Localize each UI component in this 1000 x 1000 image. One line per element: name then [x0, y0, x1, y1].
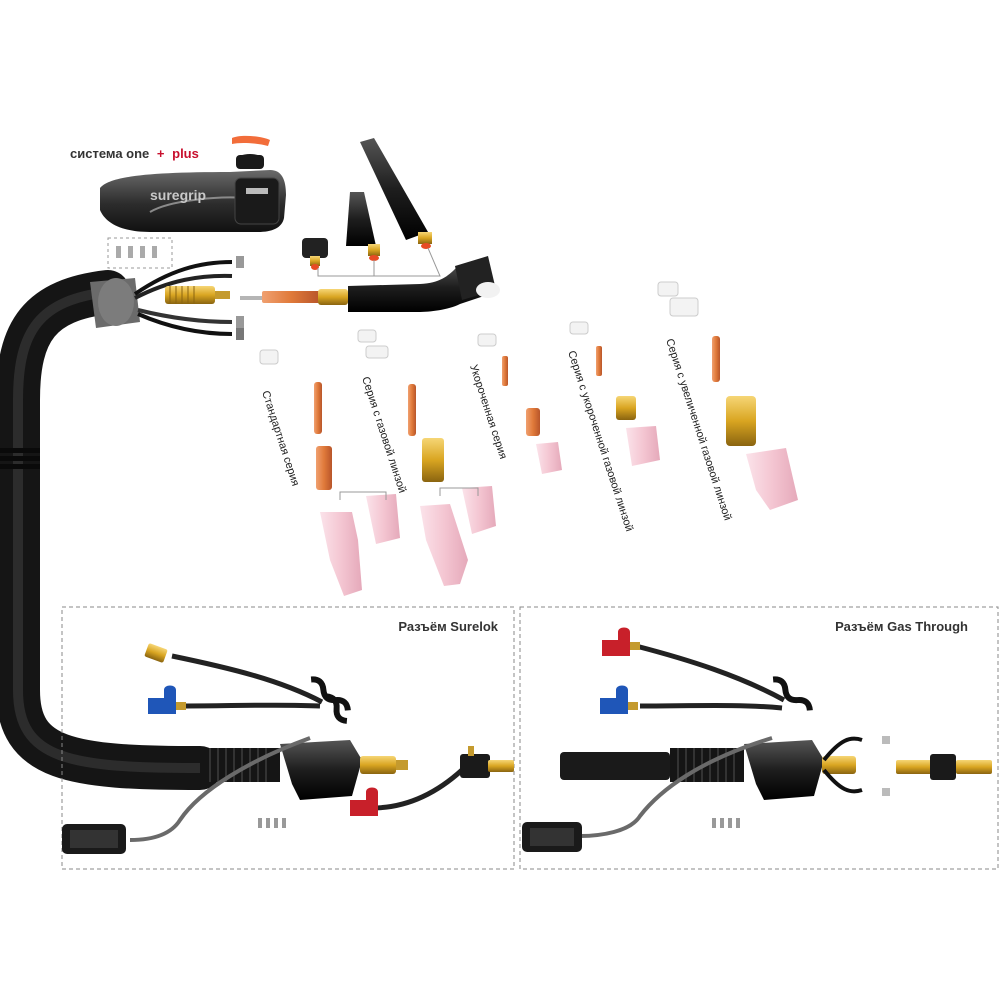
panel-gas-through: Разъём Gas Through: [519, 606, 999, 870]
standard-series: [259, 349, 400, 596]
collet-standard: [314, 382, 322, 434]
gas-lens-nozzle-long: [420, 504, 468, 586]
surelok-plug: [460, 754, 490, 778]
hose-bands: [0, 448, 40, 469]
label-standard-series: Стандартная серия: [259, 389, 301, 487]
panel-surelok: Разъём Surelok: [61, 606, 515, 870]
short-back-cap: [302, 238, 328, 258]
power-adapter: [165, 286, 215, 304]
insulator-washer: [259, 349, 279, 365]
torch-handle: suregrip: [100, 170, 286, 232]
handle-brand-label: suregrip: [150, 187, 206, 203]
blue-connector: [148, 685, 176, 714]
cable-terminal: [236, 256, 244, 268]
collet-gas-lens: [408, 384, 416, 436]
collet-short: [502, 356, 508, 386]
handle-badge: [246, 188, 268, 194]
gas-through-connector-body: [744, 740, 824, 800]
large-nozzle: [746, 448, 798, 510]
gas-lens-nozzle-short: [462, 486, 496, 534]
surelok-connector-body: [280, 740, 362, 800]
collet-body: [318, 289, 348, 305]
gas-lens-series: [357, 329, 496, 586]
label-large-gas-lens-series: Серия с увеличенной газовой линзой: [663, 337, 733, 522]
panel-gas-through-frame: [519, 606, 999, 870]
label-gas-lens-series: Серия с газовой линзой: [359, 375, 408, 494]
short-nozzle: [536, 442, 562, 474]
gas-through-plug: [930, 754, 956, 780]
long-back-cap: [360, 138, 428, 240]
red-connector: [350, 787, 378, 816]
screw-set: [107, 237, 173, 269]
collet: [262, 291, 320, 303]
short-gas-lens-body: [616, 396, 636, 420]
gas-through-brass-nose: [822, 756, 856, 774]
gas-lens-body: [422, 438, 444, 482]
head-insulator: [476, 282, 500, 298]
gas-through-plug-brass: [896, 760, 934, 774]
label-short-gas-lens-series: Серия с укороченной газовой линзой: [565, 349, 635, 533]
ceramic-nozzle-short: [366, 494, 400, 544]
ceramic-nozzle-long: [320, 512, 362, 596]
gas-through-hose: [560, 752, 670, 780]
system-label-plus-word: plus: [172, 146, 199, 161]
boot-cables: [133, 256, 244, 340]
orange-clip: [232, 135, 270, 146]
short-series: [477, 333, 562, 474]
panel-surelok-frame: [61, 606, 515, 870]
surelok-hose-end: [200, 748, 280, 782]
collet-large: [712, 336, 720, 382]
medium-back-cap: [346, 192, 376, 246]
panel-surelok-title: Разъём Surelok: [398, 619, 498, 634]
gas-red-connector: [602, 627, 630, 656]
collet-body-short: [526, 408, 540, 436]
short-gas-lens-nozzle: [626, 426, 660, 466]
panel-gas-through-title: Разъём Gas Through: [835, 619, 968, 634]
surelok-brass-nose: [360, 756, 396, 774]
gas-fitting: [144, 643, 168, 663]
torch-head-assembly: [240, 256, 500, 312]
torch-body: [348, 262, 484, 312]
system-label: система one + plus: [70, 146, 199, 161]
short-gas-lens-series: [569, 321, 660, 466]
large-gas-lens-series: [657, 281, 798, 510]
large-gas-lens-body: [726, 396, 756, 446]
system-label-prefix: система one: [70, 146, 149, 161]
one-plus-parts: [232, 135, 270, 169]
back-caps: [302, 138, 441, 277]
system-label-plus-sign: +: [157, 146, 165, 161]
main-hose: [0, 270, 222, 790]
collet-body-standard: [316, 446, 332, 490]
gas-blue-connector: [600, 685, 628, 714]
